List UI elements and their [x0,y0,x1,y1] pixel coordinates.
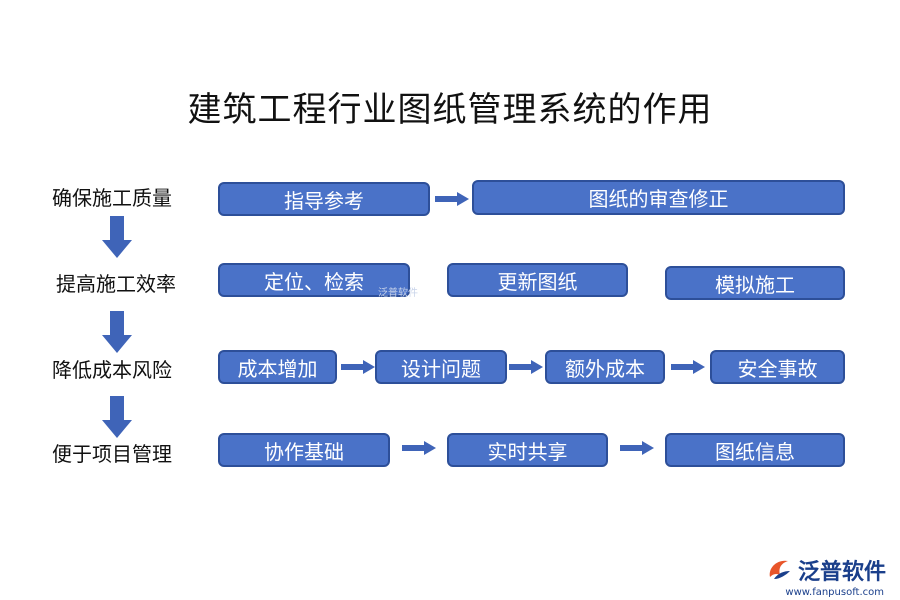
row-label-risk: 降低成本风险 [52,358,172,382]
box-locate-search: 定位、检索 [218,263,410,297]
arrow-right-icon [341,360,375,374]
box-cost-increase: 成本增加 [218,350,337,384]
fanpu-logo-icon [769,560,790,579]
box-drawing-review: 图纸的审查修正 [472,180,845,215]
box-update-drawings: 更新图纸 [447,263,628,297]
logo-url: www.fanpusoft.com [785,587,884,598]
box-safety-accident: 安全事故 [710,350,845,384]
arrow-right-icon [509,360,543,374]
box-simulate-construction: 模拟施工 [665,266,845,300]
arrow-right-icon [620,441,654,455]
row-label-project-mgmt: 便于项目管理 [52,442,172,466]
brand-logo: 泛普软件 [766,554,886,586]
arrow-right-icon [671,360,705,374]
box-realtime-sharing: 实时共享 [447,433,608,467]
arrow-down-icon [102,396,132,438]
arrow-down-icon [102,216,132,258]
row-label-efficiency: 提高施工效率 [56,272,176,296]
box-guidance-reference: 指导参考 [218,182,430,216]
box-extra-cost: 额外成本 [545,350,665,384]
arrow-right-icon [402,441,436,455]
page-title: 建筑工程行业图纸管理系统的作用 [187,90,713,130]
watermark: 泛普软件 [378,288,418,299]
arrow-down-icon [102,311,132,353]
box-drawing-info: 图纸信息 [665,433,845,467]
arrow-right-icon [435,192,469,206]
box-design-issues: 设计问题 [375,350,507,384]
box-collaboration-basis: 协作基础 [218,433,390,467]
logo-name: 泛普软件 [797,560,886,585]
row-label-quality: 确保施工质量 [52,186,172,210]
